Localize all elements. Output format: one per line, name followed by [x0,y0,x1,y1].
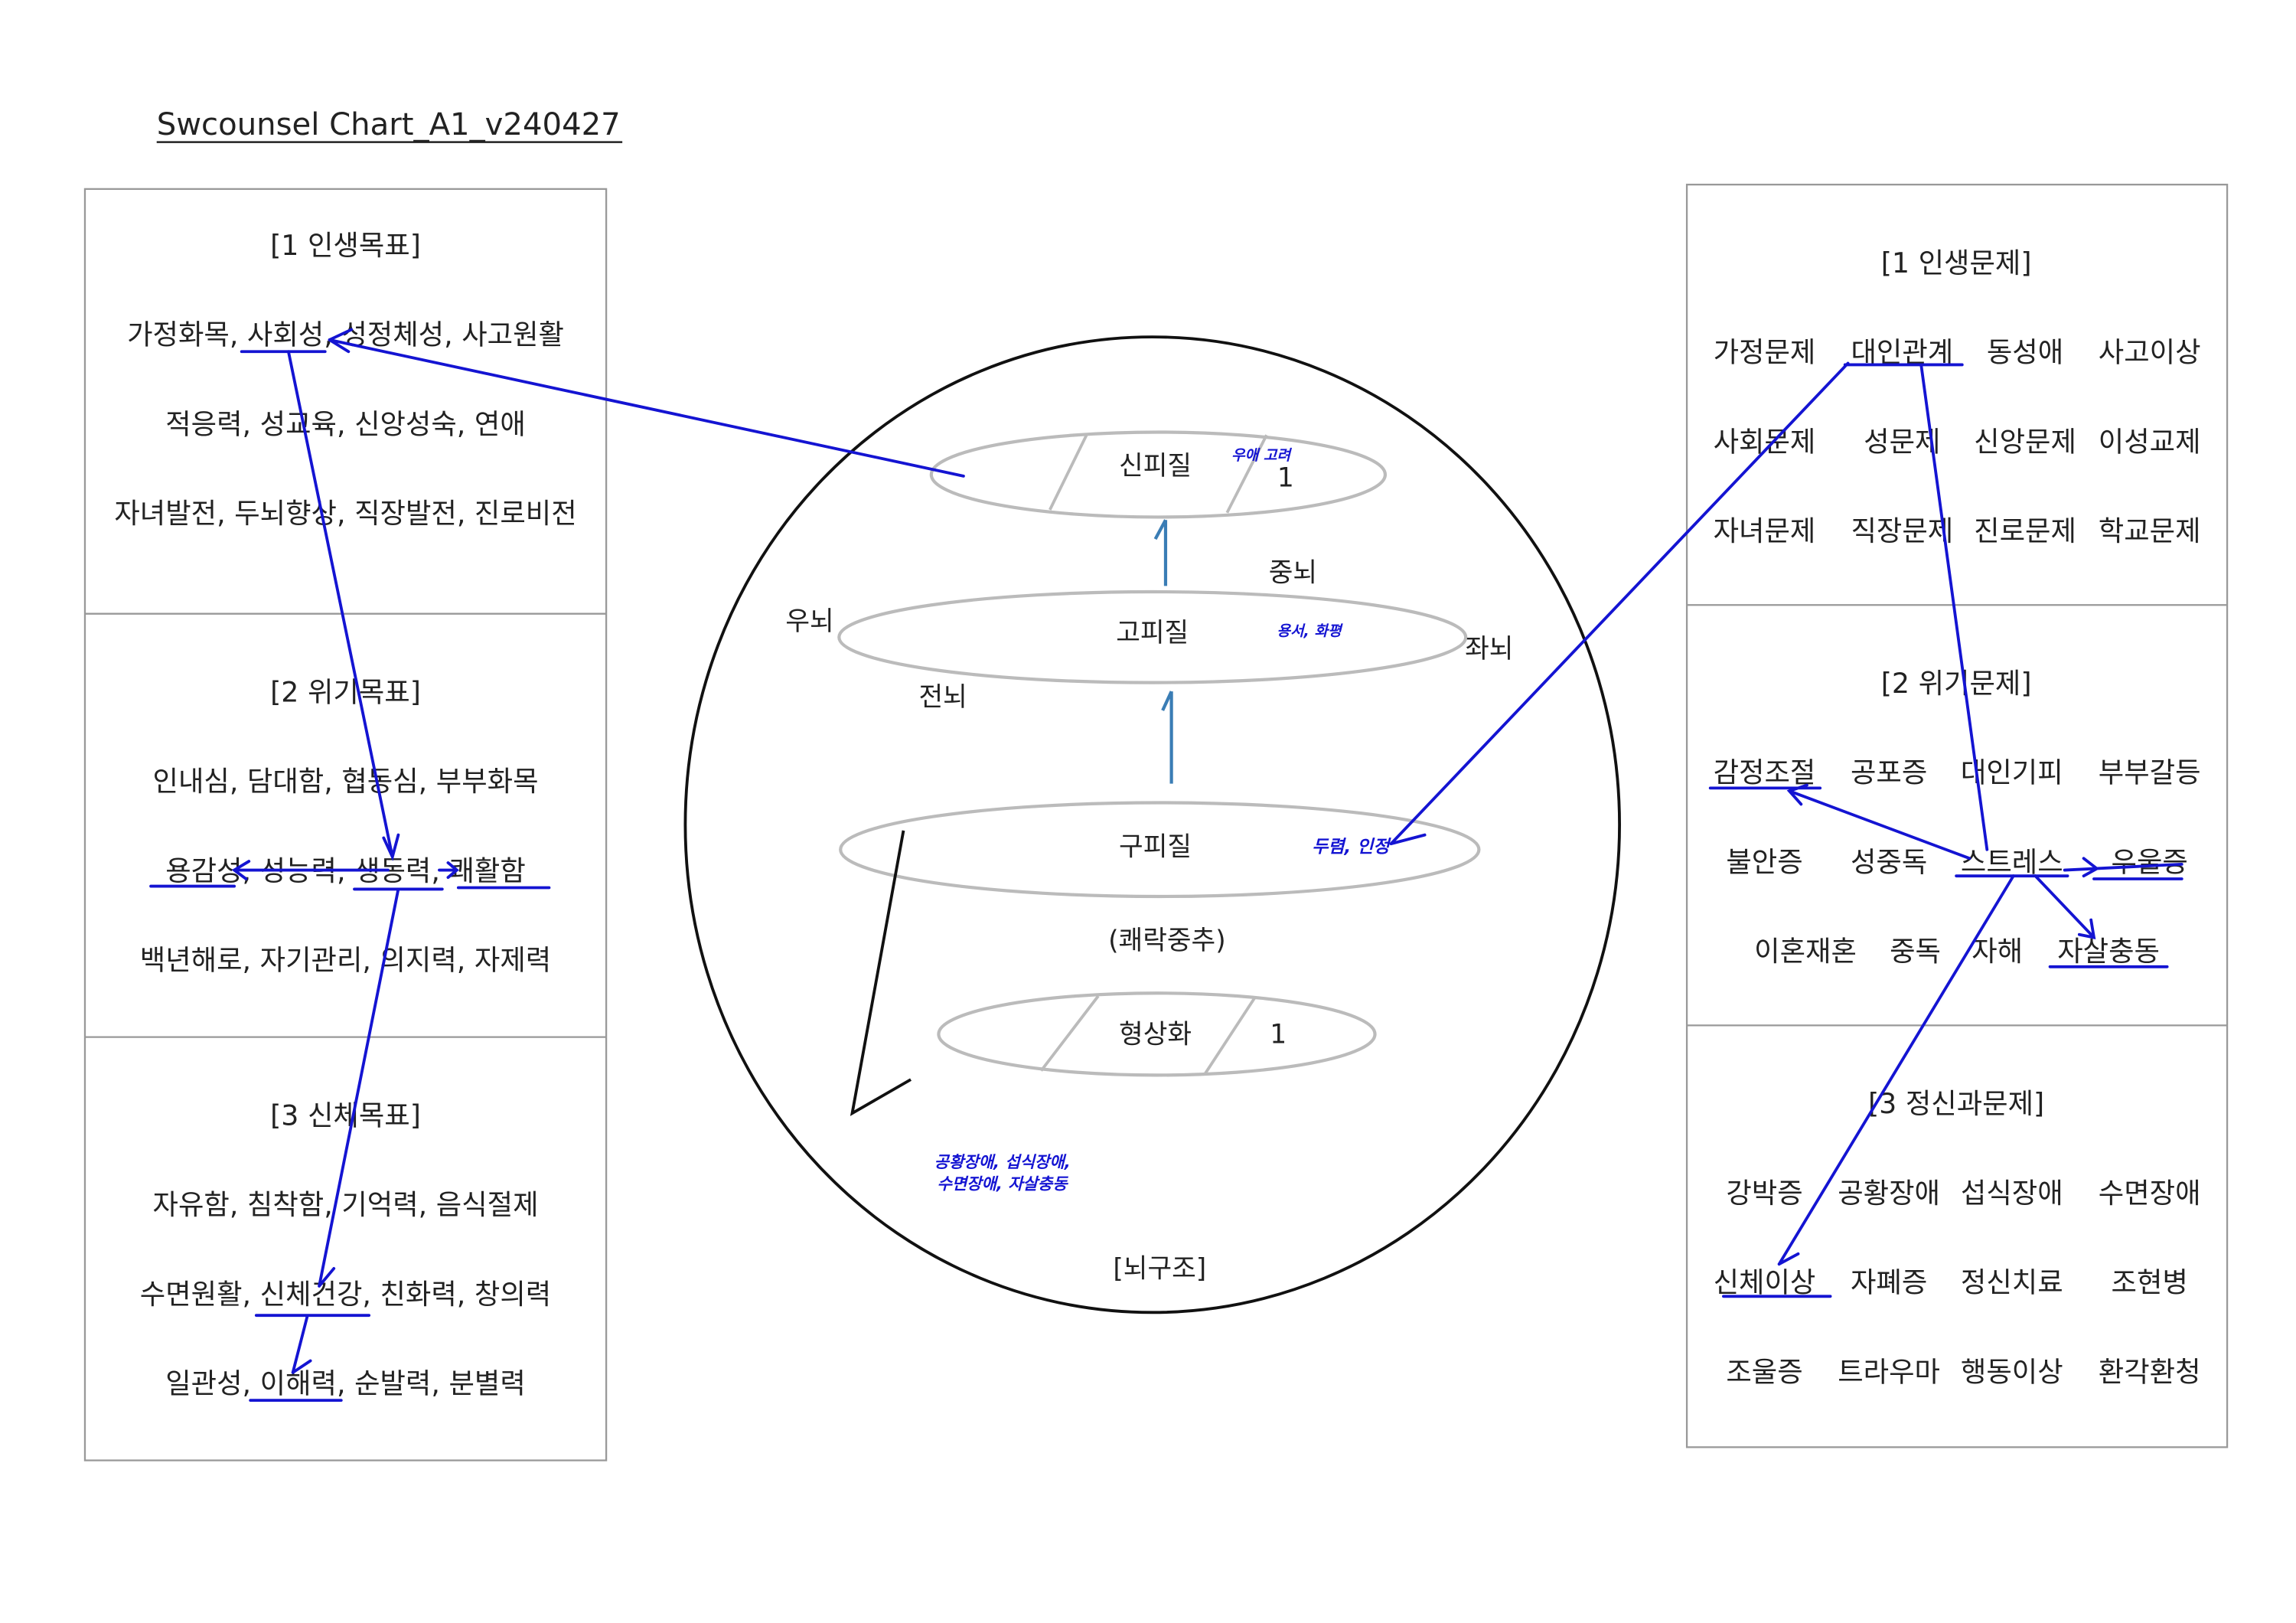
pleasure-center-label: (쾌락중추) [1108,926,1226,956]
problem-item: 학교문제 [2099,514,2201,547]
right-panel-border [1685,183,2229,1448]
problem-item: 직장문제 [1851,514,1953,547]
problem-item: 스트레스 [1961,845,2063,878]
problem-item: 자해 [1971,935,2023,968]
problem-item: 정신치료 [1961,1266,2063,1299]
paleocortex-label: 고피질 [1116,618,1189,648]
section-title-psychiatric-problems: [3 정신과문제] [1868,1087,2044,1120]
brain-outline [683,335,1621,1314]
divider [1225,434,1268,514]
problem-item: 트라우마 [1838,1355,1940,1388]
goal-line: 백년해로, 자기관리, 의지력, 자제력 [140,944,551,977]
arrow-line [149,860,390,888]
goal-line: 인내심, 담대함, 협동심, 부부화목 [153,765,539,798]
section-title-crisis-goals: [2 위기목표] [270,676,421,709]
handwritten-note: 용서, 화평 [1277,622,1343,639]
divider [1204,996,1257,1075]
forebrain-label: 전뇌 [918,682,967,713]
goal-line: 일관성, 이해력, 순발력, 분별력 [165,1367,526,1400]
handwritten-note: 수면장애, 자살충동 [937,1174,1068,1194]
goal-line: 적응력, 성교육, 신앙성숙, 연애 [165,407,526,440]
chart-title: Swcounsel Chart_A1_v240427 [157,107,621,142]
visualization-label: 형상화 [1119,1019,1192,1050]
arrow-line [1389,361,1850,846]
problem-item: 조현병 [2112,1266,2188,1299]
brain-structure-title: [뇌구조] [1113,1253,1206,1284]
arrow-line [318,887,400,1288]
arrow-line [2063,857,2183,880]
arrow-line [1708,783,1971,860]
problem-item: 성중독 [1851,845,1927,878]
goal-line: 가정화목, 사회성, 성정체성, 사고원활 [127,318,564,351]
problem-item: 자살충동 [2057,935,2160,968]
neocortex-number: 1 [1277,462,1294,493]
problem-item: 동성애 [1987,336,2063,369]
problem-item: 섭식장애 [1961,1177,2063,1210]
arrow-line [1722,874,2015,1298]
paleocortex-layer [837,589,1468,684]
section-title-life-goals: [1 인생목표] [270,229,421,262]
problem-item: 공포증 [1851,756,1927,789]
problem-item: 행동이상 [1961,1355,2063,1388]
problem-item: 이성교제 [2099,425,2201,458]
neocortex-layer [929,430,1388,519]
handwritten-note: 두렴, 인정 [1312,838,1391,857]
pen-annotations-left [149,328,965,1403]
problem-item: 감정조절 [1714,756,1816,789]
goal-line: 자녀발전, 두뇌향상, 직장발전, 진로비전 [114,497,576,530]
problem-item: 우울증 [2112,845,2188,878]
section-title-body-goals: [3 신체목표] [270,1099,421,1132]
left-panel-goals: [1 인생목표] 가정화목, 사회성, 성정체성, 사고원활 적응력, 성교육,… [83,188,608,1461]
problem-item: 신앙문제 [1974,425,2076,458]
arrow-line [1919,363,1989,851]
problem-item: 중독 [1890,935,1941,968]
arrow-line [2033,874,2169,968]
arrow-up-icon [1161,691,1173,784]
pen-annotations-right [1389,361,2183,1298]
arrow-up-icon [1153,519,1168,586]
problem-item: 자폐증 [1851,1266,1927,1299]
problem-item: 불안증 [1726,845,1802,878]
problem-item: 성문제 [1864,425,1940,458]
problem-item: 강박증 [1726,1177,1802,1210]
problem-item: 환각환청 [2099,1355,2201,1388]
section-title-life-problems: [1 인생문제] [1881,247,2032,279]
goal-line: 수면원활, 신체건강, 친화력, 창의력 [140,1278,551,1311]
archicortex-layer [839,801,1481,899]
brain-structure: 신피질 1 중뇌 우뇌 고피질 좌뇌 전뇌 구피질 (쾌락중추) 형상화 1 [… [683,335,1621,1314]
visualization-number: 1 [1270,1019,1287,1050]
pointer-line [850,830,912,1116]
problem-item: 부부갈등 [2099,756,2201,789]
right-brain-label: 우뇌 [785,606,833,637]
handwritten-note: 공황장애, 섭식장애, [934,1152,1071,1171]
problem-item: 가정문제 [1714,336,1816,369]
problem-item: 진로문제 [1974,514,2076,547]
visualization-layer [937,991,1377,1077]
problem-item: 공황장애 [1838,1177,1940,1210]
problem-item: 사고이상 [2099,336,2201,369]
left-panel-border [83,188,608,1461]
goal-line: 자유함, 침착함, 기억력, 음식절제 [153,1188,539,1221]
problem-item: 이혼재혼 [1754,935,1857,968]
divider [1039,994,1100,1072]
problem-item: 수면장애 [2099,1177,2201,1210]
left-brain-label: 좌뇌 [1465,634,1513,665]
problem-item: 자녀문제 [1714,514,1816,547]
midbrain-label: 중뇌 [1269,558,1317,589]
problem-item: 조울증 [1726,1355,1802,1388]
problem-item: 대인관계 [1851,336,1953,369]
section-title-crisis-problems: [2 위기문제] [1881,667,2032,700]
handwritten-note: 우애 고려 [1231,446,1292,464]
arrow-line [249,1314,371,1403]
divider [1049,434,1088,511]
arrow-line [287,350,400,861]
archicortex-label: 구피질 [1119,831,1192,862]
neocortex-label: 신피질 [1119,451,1192,482]
arrow-line [328,328,965,478]
problem-item: 신체이상 [1714,1266,1816,1299]
